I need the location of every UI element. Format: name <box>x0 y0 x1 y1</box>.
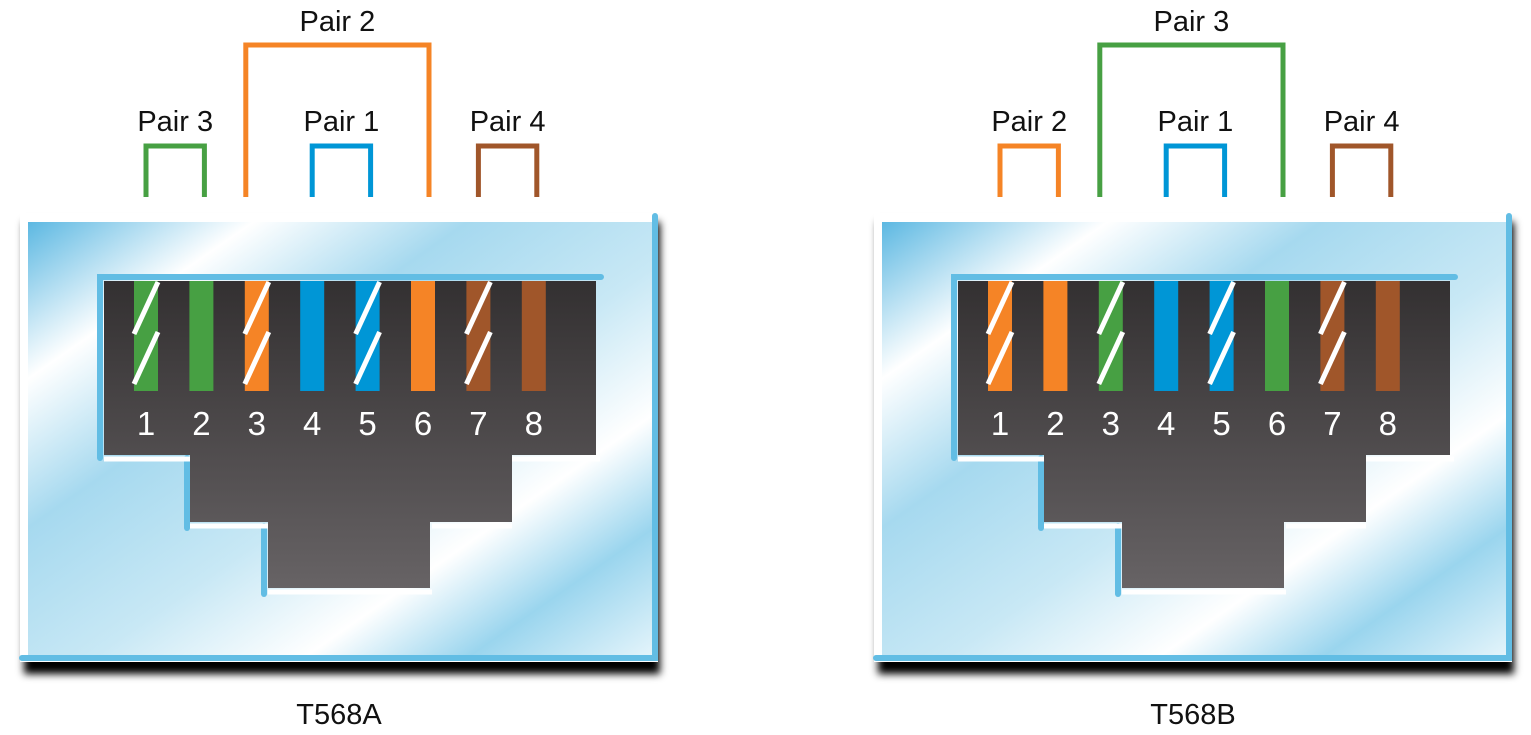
wire-stripe <box>1096 280 1126 336</box>
wire-pin-4: 4 <box>1154 281 1179 442</box>
pair-label: Pair 2 <box>991 106 1067 138</box>
wire-brown <box>1375 281 1400 391</box>
wire-stripe <box>464 330 493 386</box>
wire-stripe <box>1207 280 1236 336</box>
wire-blue <box>300 281 325 391</box>
wire-green <box>189 281 214 391</box>
port-edge <box>97 274 604 461</box>
wire-pin-7: 7 <box>1318 280 1347 442</box>
pin-number: 2 <box>192 405 210 442</box>
wire-pin-8: 8 <box>521 281 546 442</box>
pin-number: 7 <box>1323 405 1341 442</box>
jack-frame-edge <box>19 213 658 661</box>
bracket-line <box>1097 42 1286 197</box>
pair-label: Pair 1 <box>304 106 380 138</box>
pin-number: 4 <box>1157 405 1175 442</box>
pin-number: 6 <box>1268 405 1286 442</box>
pair-label: Pair 2 <box>300 6 376 38</box>
pin-number: 5 <box>358 405 376 442</box>
bracket-line <box>243 42 432 197</box>
wire-orange-white-striped <box>244 281 269 391</box>
wire-pin-8: 8 <box>1375 281 1400 442</box>
wire-pin-3: 3 <box>1096 280 1126 442</box>
pin-number: 1 <box>991 405 1009 442</box>
pair-bracket-pair-1: Pair 1 <box>304 106 380 197</box>
wire-stripe <box>353 330 382 386</box>
wire-green <box>1265 281 1289 391</box>
pair-label: Pair 3 <box>137 106 213 138</box>
wire-stripe <box>985 280 1015 336</box>
pair-bracket-pair-3: Pair 3 <box>1097 6 1286 197</box>
port-highlight <box>958 456 1454 595</box>
pair-bracket-pair-3: Pair 3 <box>137 106 213 197</box>
pin-number: 3 <box>1102 405 1120 442</box>
wire-pin-3: 3 <box>242 280 272 442</box>
wire-pin-1: 1 <box>985 280 1015 442</box>
bracket-line <box>1329 143 1394 197</box>
wire-pin-7: 7 <box>464 280 493 442</box>
wire-stripe <box>1207 330 1236 386</box>
wire-stripe <box>131 330 161 386</box>
standard-caption: T568A <box>296 699 382 731</box>
pin-number: 7 <box>469 405 487 442</box>
pin-number: 5 <box>1212 405 1230 442</box>
wire-stripe <box>1318 280 1347 336</box>
wire-brown <box>521 281 546 391</box>
wire-pin-6: 6 <box>411 281 435 442</box>
wire-stripe <box>242 280 272 336</box>
pair-bracket-pair-2: Pair 2 <box>243 6 432 197</box>
wire-stripe <box>1318 330 1347 386</box>
wire-pin-5: 5 <box>353 280 382 442</box>
port-highlight <box>104 456 600 595</box>
bracket-line <box>1163 143 1228 197</box>
pair-label: Pair 3 <box>1154 6 1230 38</box>
pair-label: Pair 4 <box>470 106 546 138</box>
pin-number: 8 <box>525 405 543 442</box>
bracket-line <box>475 143 540 197</box>
pair-label: Pair 1 <box>1158 106 1234 138</box>
wire-stripe <box>242 330 272 386</box>
port-edge <box>951 274 1458 461</box>
bracket-line <box>997 143 1061 197</box>
wire-orange <box>411 281 435 391</box>
wire-pin-5: 5 <box>1207 280 1236 442</box>
wire-stripe <box>1096 330 1126 386</box>
pair-bracket-pair-1: Pair 1 <box>1158 106 1234 197</box>
pair-bracket-pair-2: Pair 2 <box>991 106 1067 197</box>
wire-stripe <box>464 280 493 336</box>
wire-pin-1: 1 <box>131 280 161 442</box>
wire-pin-2: 2 <box>189 281 214 442</box>
pin-number: 4 <box>303 405 321 442</box>
pin-number: 6 <box>414 405 432 442</box>
wire-pin-6: 6 <box>1265 281 1289 442</box>
wire-stripe <box>985 330 1015 386</box>
wire-pin-2: 2 <box>1043 281 1068 442</box>
wire-blue <box>1154 281 1179 391</box>
pin-number: 2 <box>1046 405 1064 442</box>
pair-label: Pair 4 <box>1324 106 1400 138</box>
bracket-line <box>309 143 374 197</box>
pin-number: 8 <box>1379 405 1397 442</box>
wire-orange <box>1043 281 1068 391</box>
jack-frame-edge <box>873 213 1512 661</box>
bracket-line <box>143 143 207 197</box>
pair-bracket-pair-4: Pair 4 <box>1324 106 1400 197</box>
standard-caption: T568B <box>1150 699 1235 731</box>
pin-number: 1 <box>137 405 155 442</box>
wire-stripe <box>131 280 161 336</box>
pin-number: 3 <box>248 405 266 442</box>
wire-pin-4: 4 <box>300 281 325 442</box>
wire-stripe <box>353 280 382 336</box>
pair-bracket-pair-4: Pair 4 <box>470 106 546 197</box>
